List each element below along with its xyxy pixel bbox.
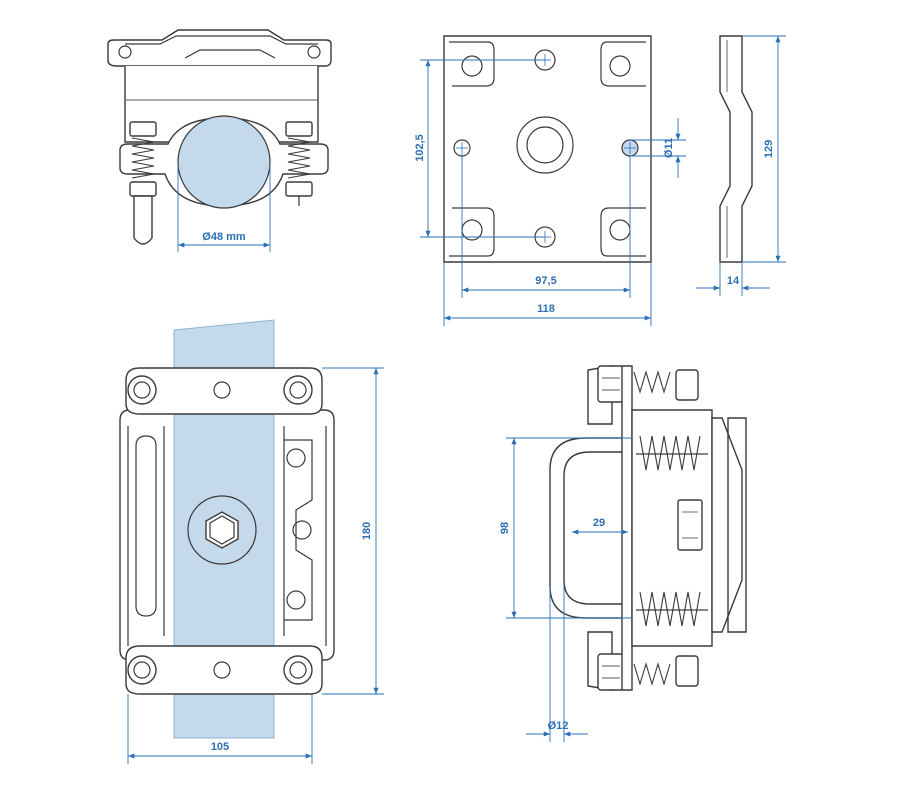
dim-bracket-height: 98 [499, 522, 511, 534]
dim-rod-diameter: Ø12 [548, 720, 569, 732]
plate-view: 102,5 Ø11 97,5 118 [414, 35, 686, 326]
dim-hole-spacing-vertical: 102,5 [414, 134, 426, 162]
front-view: Ø48 mm [107, 29, 332, 252]
dim-plate-width: 118 [537, 303, 555, 315]
dim-bracket-depth: 29 [593, 517, 605, 529]
dim-clamp-width: 105 [211, 741, 229, 753]
clamp-top-view: 180 105 [119, 319, 384, 764]
dim-plate-height: 129 [763, 140, 775, 158]
dim-plate-thickness: 14 [727, 275, 740, 287]
dim-hole-spacing-horizontal: 97,5 [535, 275, 556, 287]
clamp-side-view: 98 29 Ø12 [499, 365, 747, 742]
dim-tube-diameter: Ø48 mm [202, 231, 246, 243]
plate-side-view: 129 14 [696, 35, 786, 296]
dim-hole-diameter: Ø11 [663, 138, 675, 158]
dim-clamp-length: 180 [361, 522, 373, 540]
